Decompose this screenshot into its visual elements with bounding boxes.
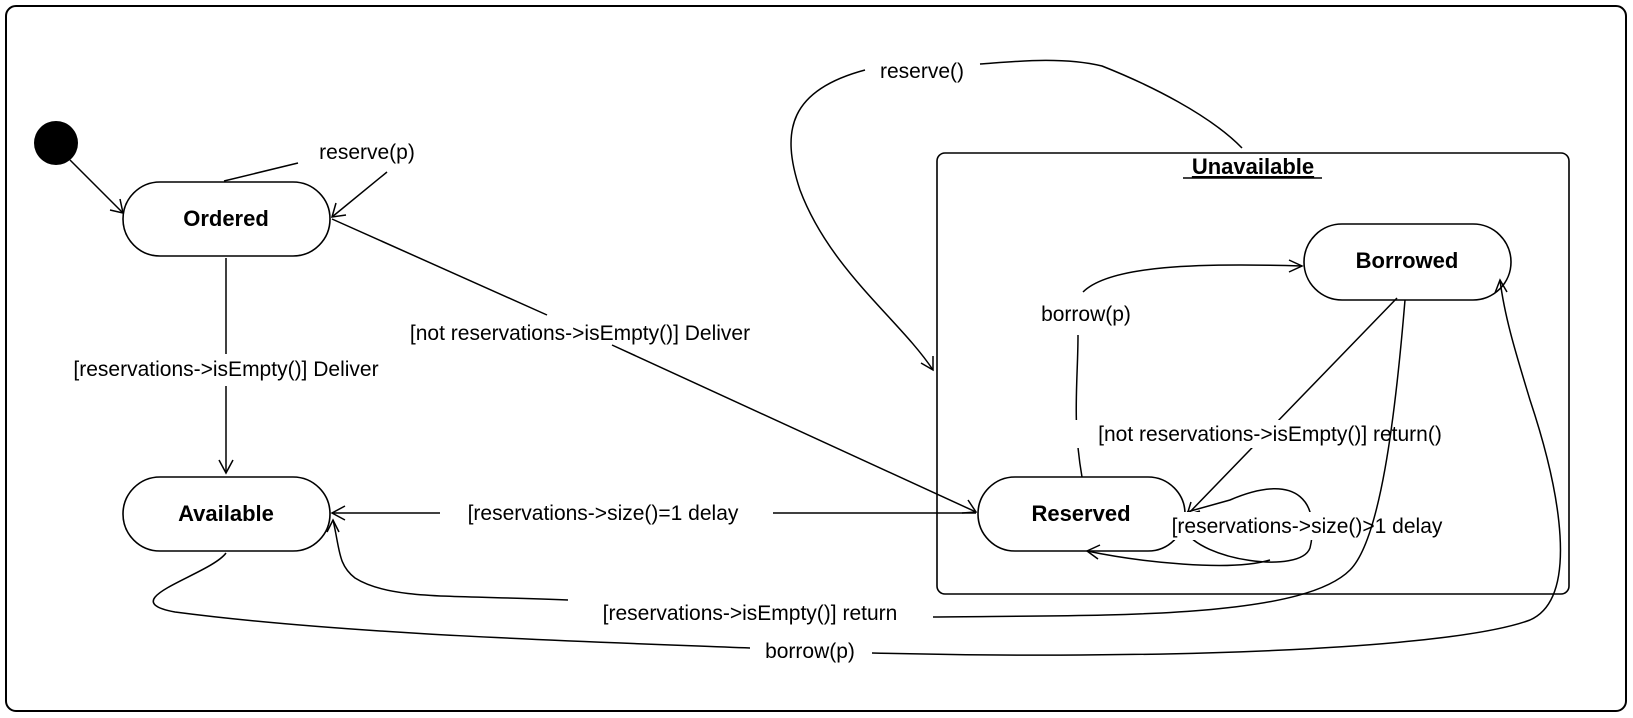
borrowed-to-reserved-edge bbox=[1186, 297, 1398, 516]
reserve-p-edge-left bbox=[223, 162, 299, 182]
reserved-to-borrowed-label: borrow(p) bbox=[1041, 303, 1131, 326]
reserved-self-label: [reservations->size()>1 delay bbox=[1172, 515, 1443, 538]
state-reserved-label: Reserved bbox=[1031, 501, 1130, 526]
reserved-to-borrowed-edge-upper bbox=[1082, 264, 1303, 293]
state-borrowed-label: Borrowed bbox=[1356, 248, 1459, 273]
initial-transition-arrow bbox=[69, 159, 124, 214]
state-ordered[interactable] bbox=[122, 181, 331, 257]
state-available[interactable] bbox=[122, 476, 331, 552]
composite-state-title: Unavailable bbox=[1192, 154, 1314, 179]
state-available-label: Available bbox=[178, 501, 274, 526]
reserved-self-edge-upper bbox=[1184, 488, 1314, 563]
borrowed-to-available-edge-left bbox=[332, 519, 569, 601]
ordered-to-available-label: [reservations->isEmpty()] Deliver bbox=[73, 358, 378, 381]
initial-state-dot bbox=[34, 121, 78, 165]
ordered-to-available-arrowhead bbox=[218, 459, 234, 475]
borrowed-to-reserved-label: [not reservations->isEmpty()] return() bbox=[1098, 423, 1442, 446]
ordered-to-reserved-edge-bottom bbox=[611, 344, 977, 513]
reserve-edge-top bbox=[979, 59, 1243, 149]
reserved-to-borrowed-edge-lower bbox=[1075, 334, 1083, 478]
state-ordered-label: Ordered bbox=[183, 206, 269, 231]
available-to-borrowed-label: borrow(p) bbox=[765, 640, 855, 663]
borrowed-to-available-label: [reservations->isEmpty()] return bbox=[603, 602, 898, 625]
borrowed-to-reserved-label-bg bbox=[1066, 420, 1476, 448]
available-to-borrowed-arrowhead bbox=[1494, 278, 1508, 294]
reserved-self-edge-lower bbox=[1086, 550, 1271, 567]
reserve-arrowhead bbox=[920, 356, 934, 372]
reserve-p-label: reserve(p) bbox=[319, 141, 415, 164]
state-borrowed[interactable] bbox=[1303, 223, 1512, 301]
borrowed-to-available-arrowhead bbox=[326, 518, 340, 533]
reserved-self-arrowhead bbox=[1085, 544, 1101, 560]
ordered-to-reserved-label: [not reservations->isEmpty()] Deliver bbox=[410, 322, 750, 345]
reserve-p-arrowhead bbox=[330, 202, 347, 218]
reserved-to-available-label: [reservations->size()=1 delay bbox=[468, 502, 739, 525]
reserved-self-label-bg bbox=[1145, 512, 1470, 540]
composite-state-unavailable[interactable] bbox=[936, 152, 1570, 595]
available-to-borrowed-edge-right bbox=[871, 279, 1562, 656]
reserve-p-edge-right bbox=[331, 171, 388, 218]
available-to-borrowed-edge-left bbox=[152, 552, 751, 649]
reserved-to-borrowed-arrowhead bbox=[1288, 259, 1304, 273]
reserve-edge-bottom bbox=[790, 69, 934, 371]
ordered-to-reserved-edge-top bbox=[331, 218, 548, 316]
borrowed-to-available-edge-right bbox=[932, 299, 1406, 618]
reserved-to-available-arrowhead bbox=[330, 505, 346, 521]
reserve-label: reserve() bbox=[880, 60, 964, 83]
